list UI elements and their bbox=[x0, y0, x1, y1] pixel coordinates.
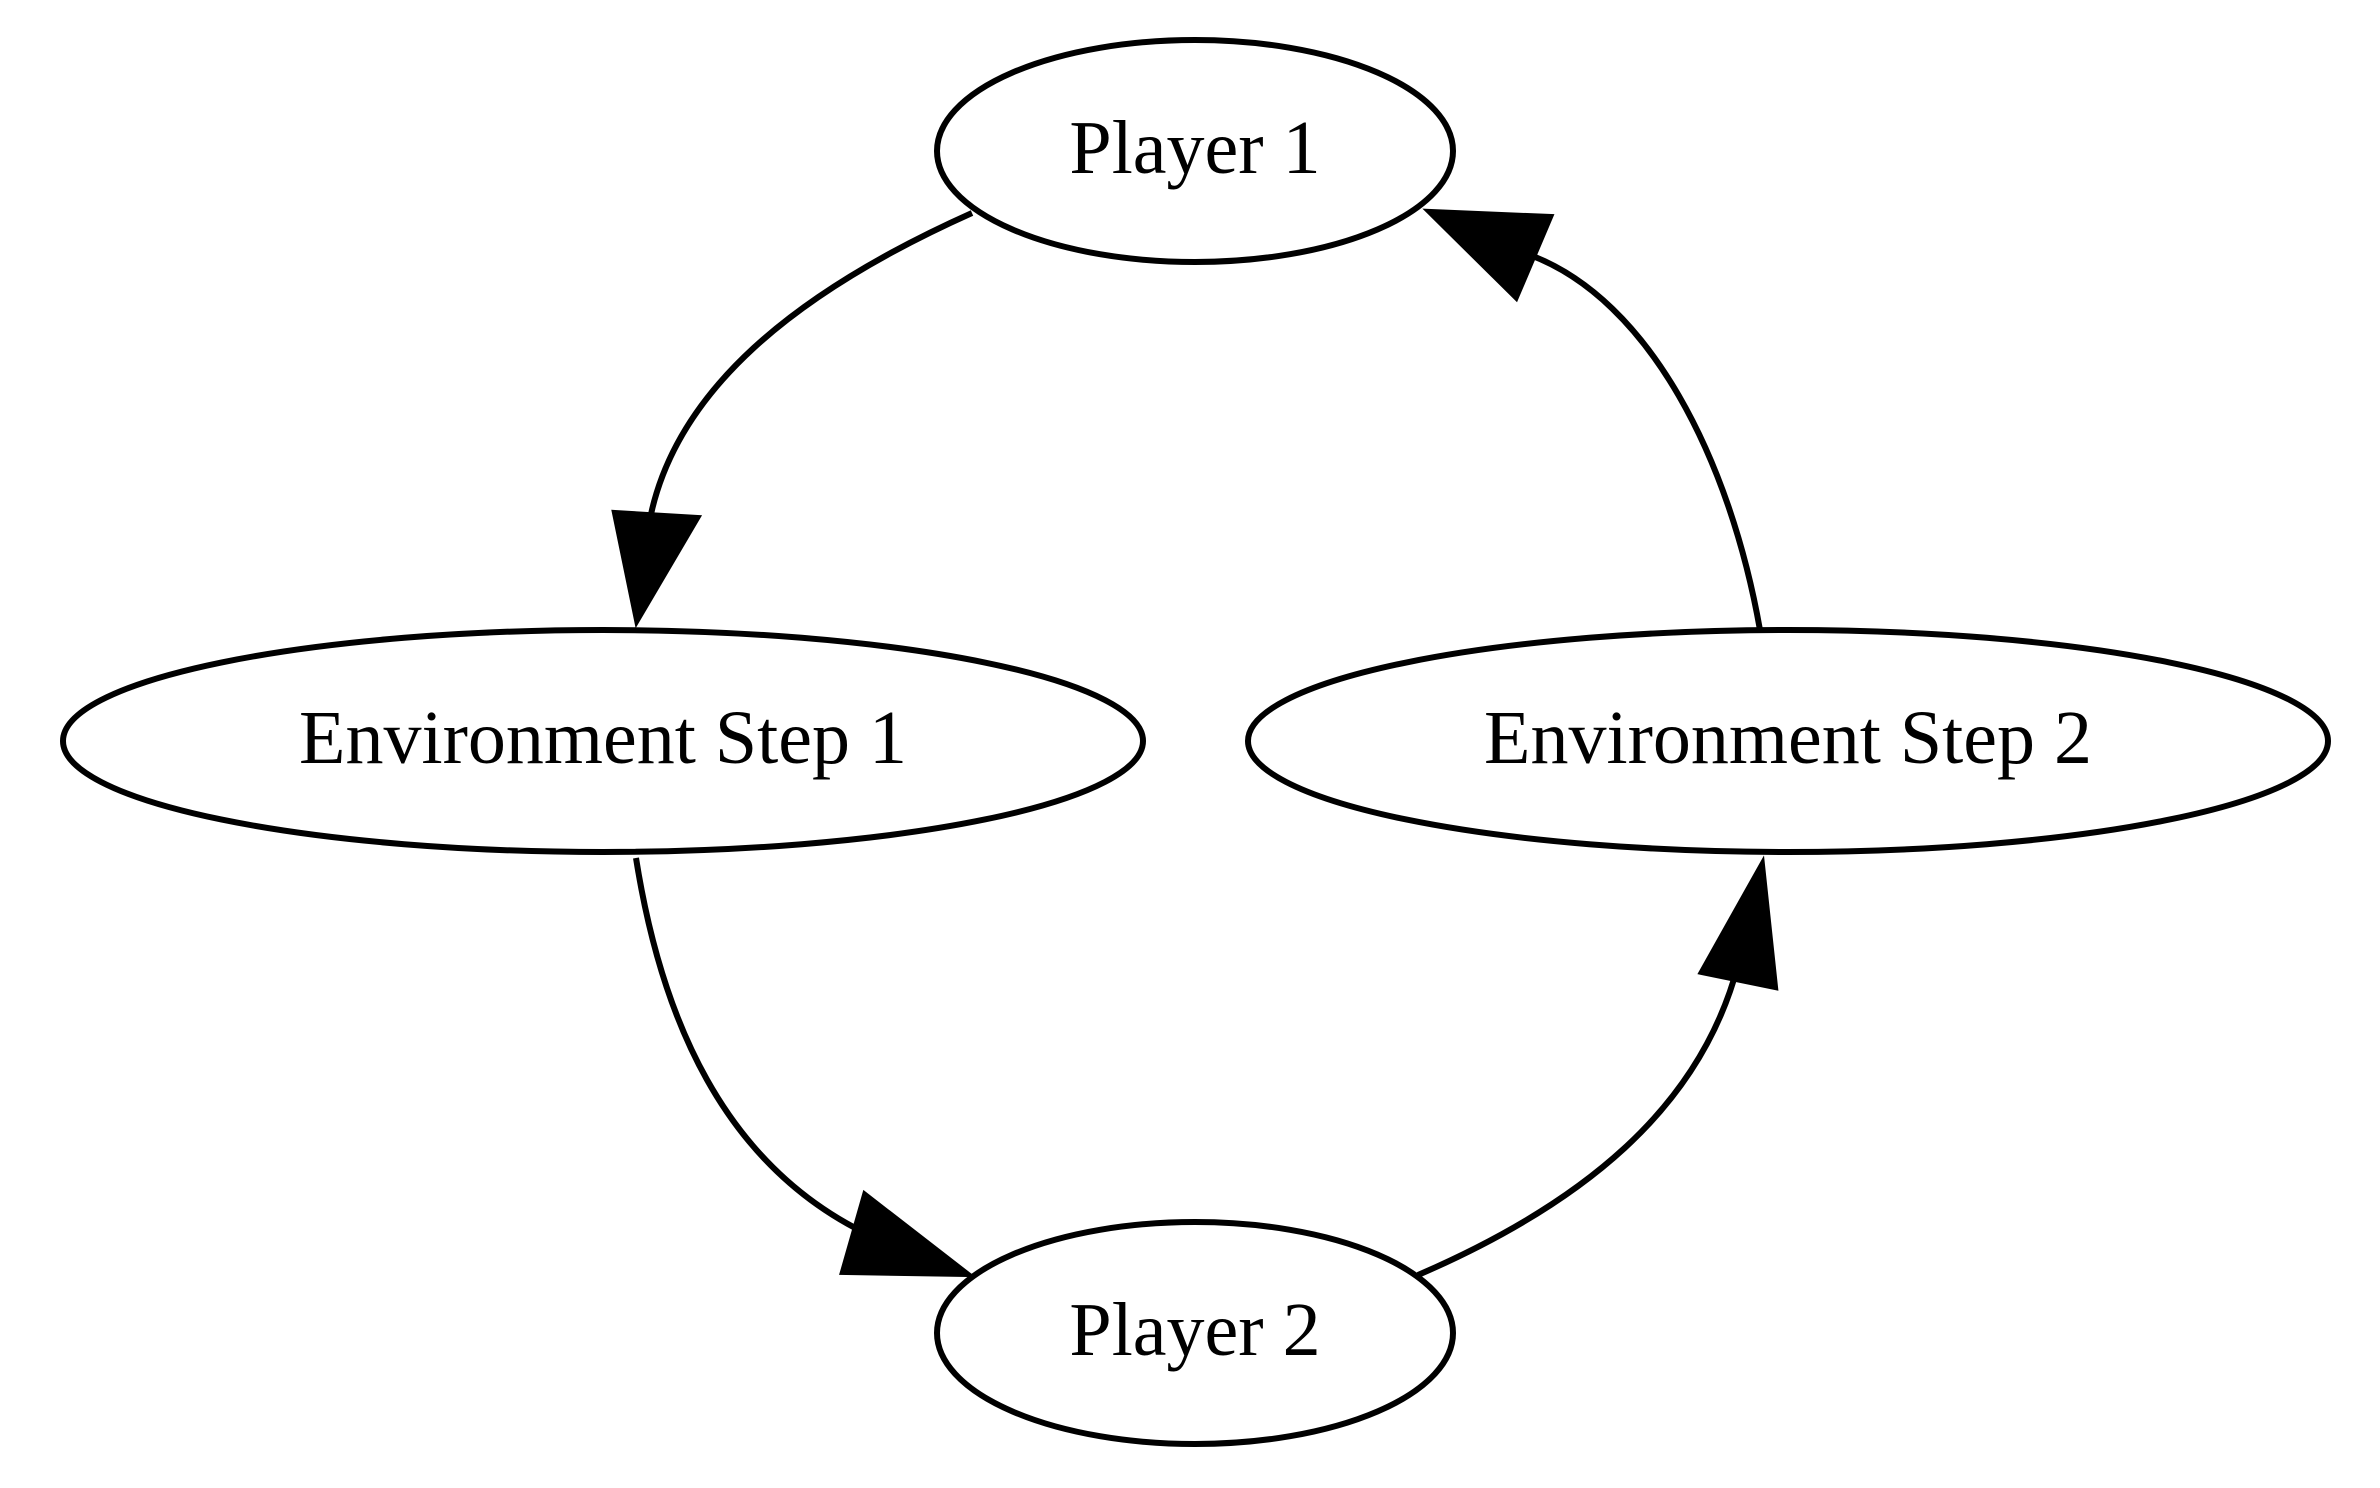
node-environment-step-1-label: Environment Step 1 bbox=[299, 696, 907, 780]
node-environment-step-2-label: Environment Step 2 bbox=[1484, 696, 2092, 780]
node-player-1: Player 1 bbox=[934, 37, 1456, 265]
edge-player1-to-env1 bbox=[611, 210, 974, 629]
node-environment-step-1: Environment Step 1 bbox=[60, 627, 1146, 855]
edge-env2-to-player1 bbox=[1422, 208, 1763, 631]
edge-env1-to-player2 bbox=[633, 857, 976, 1278]
node-player-2: Player 2 bbox=[934, 1219, 1456, 1447]
edge-player2-to-env2 bbox=[1416, 855, 1779, 1278]
node-player-2-label: Player 2 bbox=[1069, 1288, 1320, 1372]
node-environment-step-2: Environment Step 2 bbox=[1245, 627, 2331, 855]
node-player-1-label: Player 1 bbox=[1069, 106, 1320, 190]
